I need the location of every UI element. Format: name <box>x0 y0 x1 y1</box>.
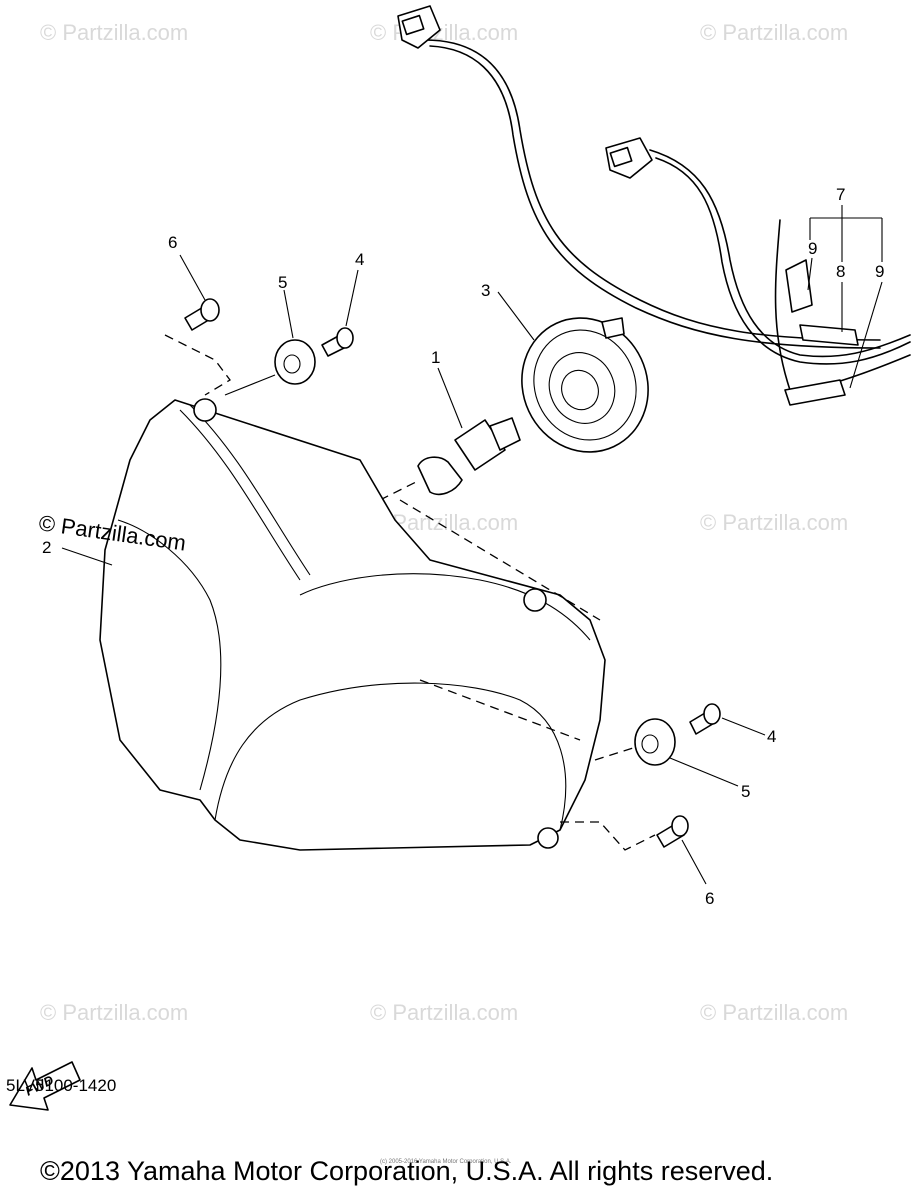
callout-bolt-upper: 6 <box>168 233 177 252</box>
callout-screw-upper: 4 <box>355 250 364 269</box>
callout-labels: 1 2 3 4 4 5 5 6 6 7 8 9 9 <box>42 185 884 908</box>
callout-screw-lower: 4 <box>767 727 776 746</box>
callout-sleeve-9b: 9 <box>875 262 884 281</box>
wiring-harness <box>397 5 911 406</box>
watermark: © Partzilla.com <box>40 20 188 45</box>
lower-hardware <box>560 703 766 885</box>
bulb <box>379 367 521 501</box>
tiny-notice: (c) 2005-2016 Yamaha Motor Corporation, … <box>380 1159 512 1165</box>
callout-sleeve-8: 8 <box>836 262 845 281</box>
callout-harness: 7 <box>836 185 845 204</box>
sleeve-9b-shape <box>784 379 846 406</box>
upper-hardware <box>164 254 359 396</box>
sleeve-9a-shape <box>785 259 813 313</box>
watermark: © Partzilla.com <box>40 1000 188 1025</box>
mount-boss-bottom <box>537 827 559 849</box>
callout-sleeve-9a: 9 <box>808 239 817 258</box>
callout-bulb-cover: 3 <box>481 281 490 300</box>
fwd-arrow-icon: FWD <box>9 1061 81 1111</box>
mount-boss-right <box>523 588 547 612</box>
diagram-code: 5LV5100-1420 <box>6 1076 117 1095</box>
watermark: © Partzilla.com <box>370 1000 518 1025</box>
headlight-unit <box>61 398 606 851</box>
watermark: © Partzilla.com <box>700 20 848 45</box>
copyright-notice: ©2013 Yamaha Motor Corporation, U.S.A. A… <box>40 1156 774 1186</box>
callout-bolt-lower: 6 <box>705 889 714 908</box>
callout-bulb: 1 <box>431 348 440 367</box>
watermark: © Partzilla.com <box>700 510 848 535</box>
callout-damper-upper: 5 <box>278 273 287 292</box>
sleeve-8-shape <box>799 324 859 346</box>
watermarks: © Partzilla.com © Partzilla.com © Partzi… <box>40 20 848 1025</box>
callout-headlight-unit: 2 <box>42 538 51 557</box>
bulb-cover <box>497 291 649 453</box>
mount-boss-left <box>193 398 217 422</box>
watermark: © Partzilla.com <box>700 1000 848 1025</box>
callout-damper-lower: 5 <box>741 782 750 801</box>
